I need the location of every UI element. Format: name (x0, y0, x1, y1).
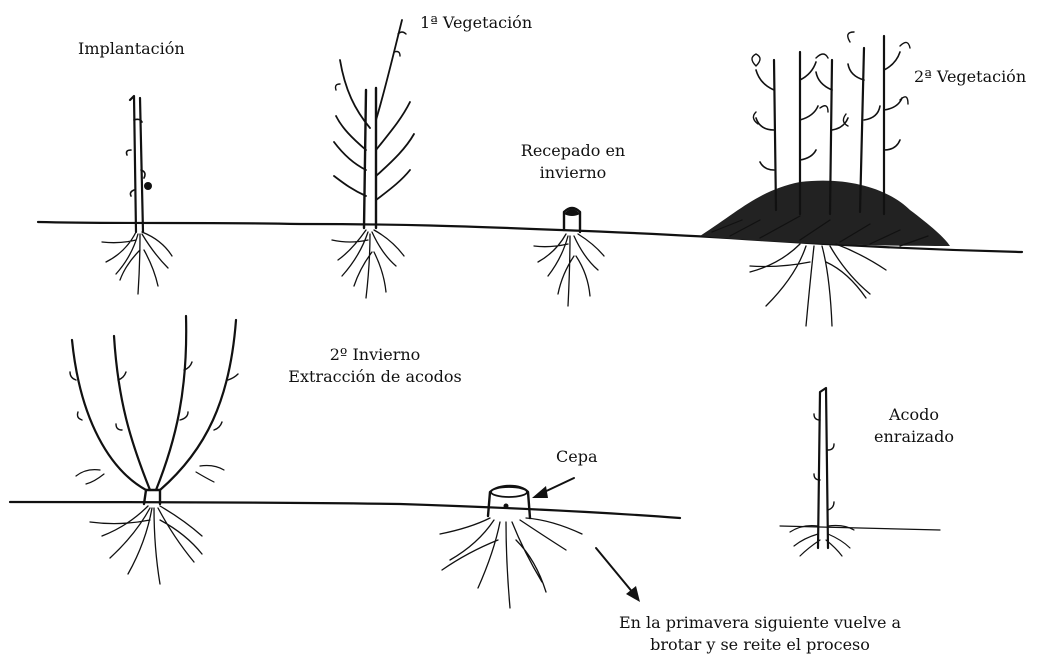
plant-acodo (790, 388, 854, 556)
plant-implantacion (102, 96, 172, 294)
label-primavera-line2: brotar y se reite el proceso (600, 634, 920, 656)
cepa-arrow (532, 478, 574, 498)
label-primavera-line1: En la primavera siguiente vuelve a (600, 612, 920, 634)
label-cepa: Cepa (556, 446, 598, 468)
label-recepado-line1: Recepado en (508, 140, 638, 162)
label-invierno2-line1: 2º Invierno (260, 344, 490, 366)
plant-cepa (440, 486, 582, 608)
label-recepado: Recepado en invierno (508, 140, 638, 184)
label-invierno2: 2º Invierno Extracción de acodos (260, 344, 490, 388)
label-acodo: Acodo enraizado (864, 404, 964, 448)
plant-recepado (534, 208, 604, 306)
ground-line-bottom (10, 502, 680, 518)
plant-invierno2 (70, 316, 238, 584)
label-implantacion: Implantación (78, 38, 185, 60)
plant-vegetacion2 (700, 32, 950, 326)
primavera-arrow (596, 548, 640, 602)
label-vegetacion1: 1ª Vegetación (420, 12, 532, 34)
label-acodo-line1: Acodo (864, 404, 964, 426)
label-vegetacion2: 2ª Vegetación (914, 66, 1026, 88)
plant-vegetacion1 (332, 20, 414, 298)
label-acodo-line2: enraizado (864, 426, 964, 448)
label-invierno2-line2: Extracción de acodos (260, 366, 490, 388)
label-primavera: En la primavera siguiente vuelve a brota… (600, 612, 920, 656)
label-recepado-line2: invierno (508, 162, 638, 184)
